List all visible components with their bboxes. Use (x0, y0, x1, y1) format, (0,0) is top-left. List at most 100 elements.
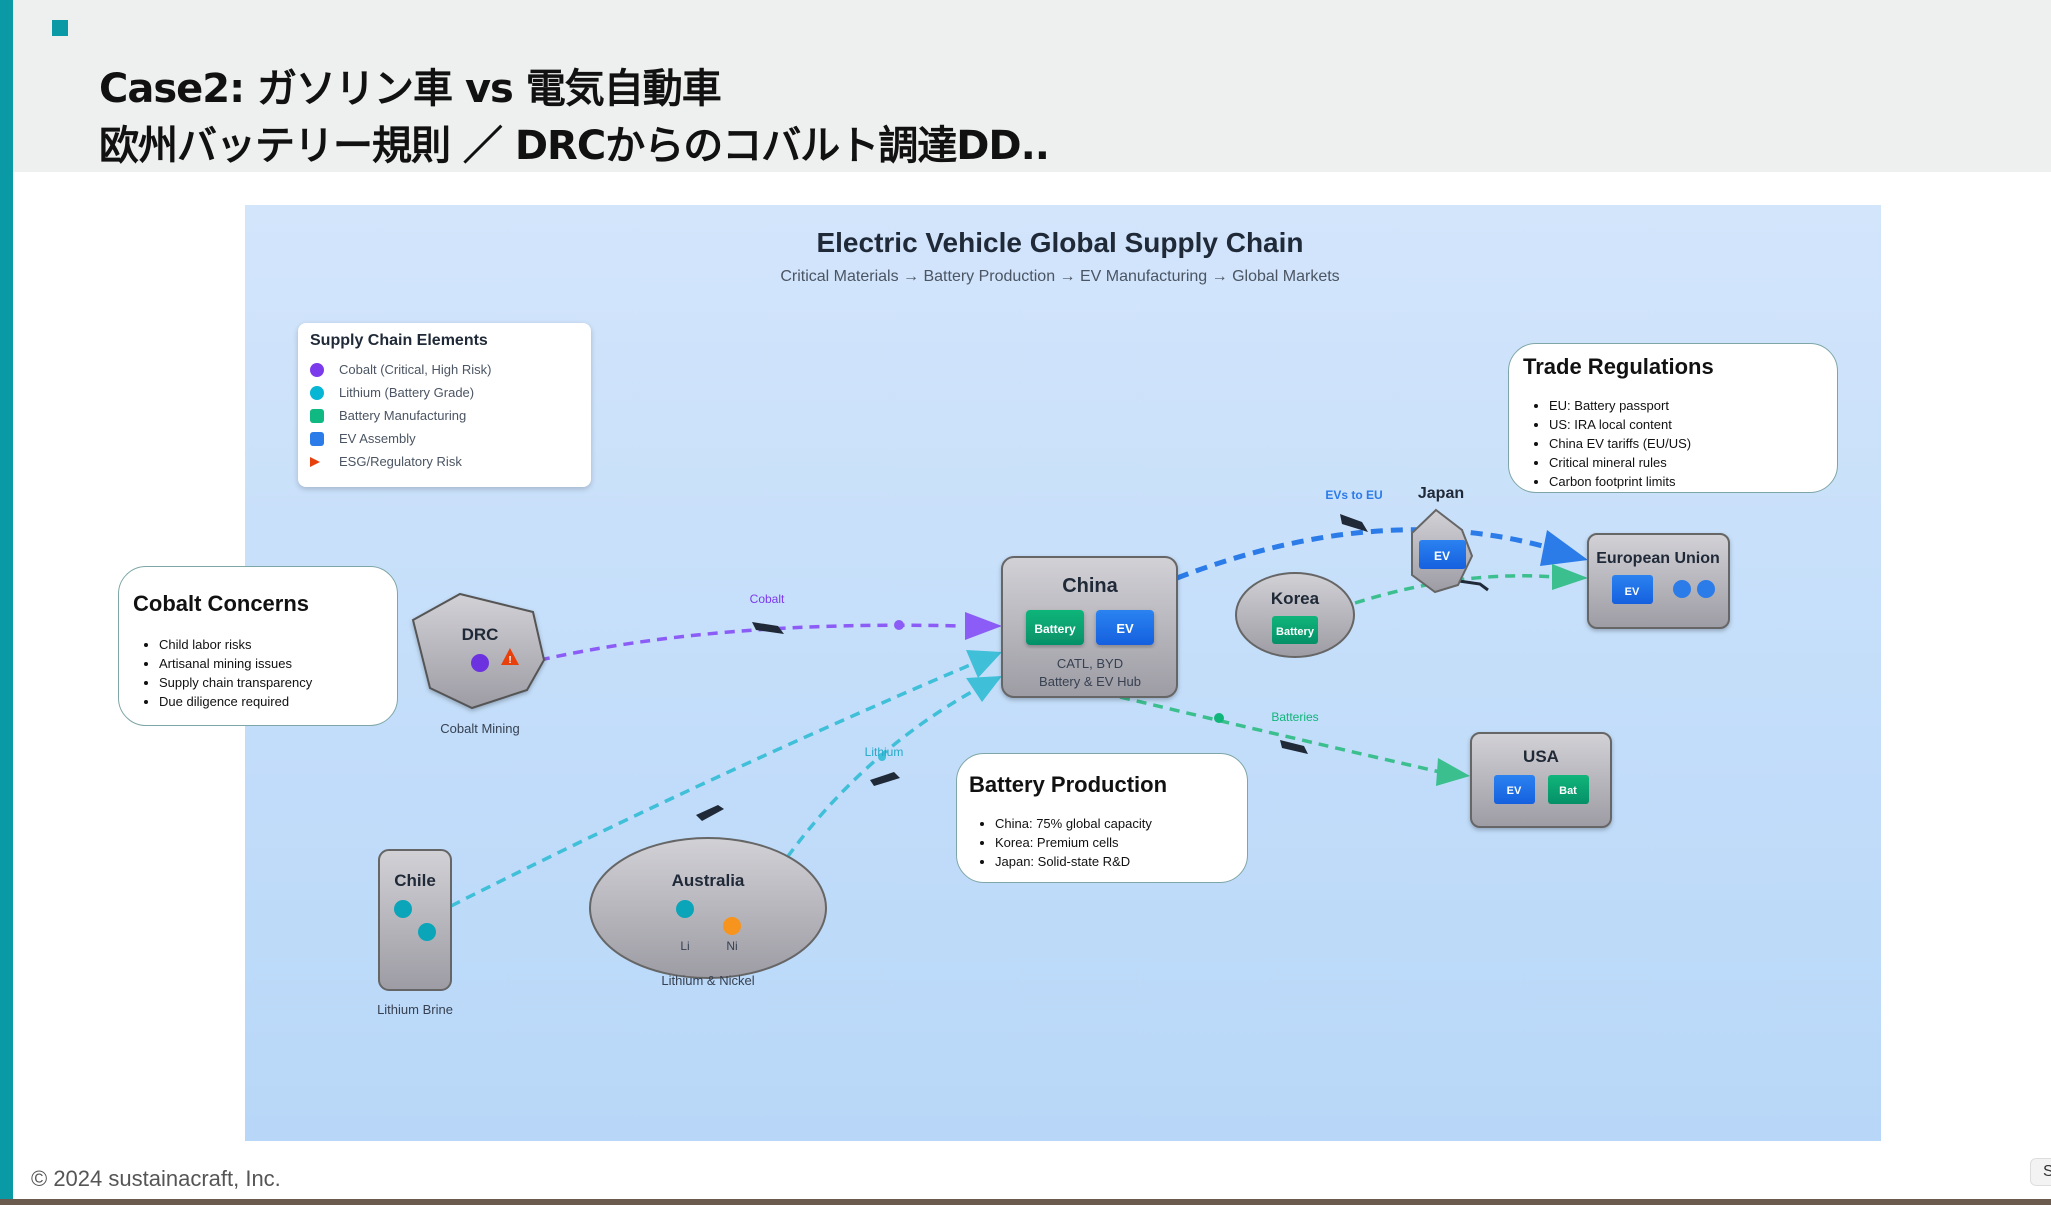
drc-caption: Cobalt Mining (440, 721, 520, 736)
batteries-flow-line (1119, 695, 1441, 774)
japan-ev-badge (1419, 540, 1466, 569)
australia-lithium-flow-line (766, 688, 976, 886)
battery-production-title: Battery Production (969, 772, 1168, 797)
chile-caption: Lithium Brine (377, 1002, 453, 1017)
china-ev-text: EV (1116, 621, 1134, 636)
chile-label: Chile (394, 871, 436, 890)
risk-triangle-icon (310, 456, 320, 467)
eu-ev-text: EV (1625, 586, 1640, 598)
cobalt-flow-label: Cobalt (750, 592, 785, 606)
korea-label: Korea (1271, 589, 1320, 608)
korea-battery-badge (1272, 616, 1318, 644)
chile-lithium-arrowhead (966, 650, 1002, 678)
diagram-subtitle: Critical Materials → Battery Production … (780, 268, 1339, 285)
warning-icon (501, 648, 519, 665)
lithium-marker (676, 900, 694, 918)
eu-node[interactable] (1587, 533, 1730, 629)
china-battery-badge (1026, 610, 1084, 645)
batteries-flow-dot (1214, 713, 1224, 723)
drc-node[interactable] (411, 592, 546, 710)
legend-item-battery: Battery Manufacturing (310, 404, 579, 427)
eu-ev-badge (1612, 575, 1653, 604)
chile-node[interactable] (378, 849, 452, 991)
china-hub-caption: Battery & EV Hub (1039, 674, 1141, 689)
ship-icon (1451, 578, 1489, 592)
trade-regulation-item: China EV tariffs (EU/US) (1549, 434, 1823, 453)
australia-lithium-arrowhead (966, 676, 1002, 702)
legend-item-lithium: Lithium (Battery Grade) (310, 381, 579, 404)
cobalt-marker (471, 654, 489, 672)
battery-production-item: Japan: Solid-state R&D (995, 852, 1235, 871)
battery-production-item: China: 75% global capacity (995, 814, 1235, 833)
usa-ev-text: EV (1507, 785, 1522, 797)
china-companies: CATL, BYD (1057, 656, 1123, 671)
legend-label: EV Assembly (339, 431, 416, 446)
ship-icon (752, 622, 784, 634)
nickel-marker (723, 917, 741, 935)
japan-ev-text: EV (1434, 549, 1450, 563)
usa-battery-badge (1548, 775, 1589, 804)
legend-label: Lithium (Battery Grade) (339, 385, 475, 400)
corner-button[interactable]: S (2030, 1158, 2051, 1186)
cobalt-concern-item: Child labor risks (159, 635, 383, 654)
eu-ev-dot (1673, 580, 1691, 598)
korea-node[interactable] (1235, 572, 1355, 658)
warning-exclamation: ! (508, 655, 511, 666)
legend-item-esg: ESG/Regulatory Risk (310, 450, 579, 473)
batteries-flow-label: Batteries (1271, 710, 1318, 724)
ship-icon (696, 805, 724, 821)
legend-label: ESG/Regulatory Risk (339, 454, 462, 469)
battery-production-card: Battery Production China: 75% global cap… (956, 753, 1248, 883)
cobalt-concerns-card: Cobalt Concerns Child labor risks Artisa… (118, 566, 398, 726)
ev-square-icon (310, 431, 324, 446)
cobalt-flow-line (539, 623, 961, 662)
eu-label: European Union (1596, 550, 1720, 567)
batteries-arrowhead (1436, 758, 1470, 786)
trade-regulations-title: Trade Regulations (1523, 354, 1714, 379)
trade-regulations-card: Trade Regulations EU: Battery passport U… (1508, 343, 1838, 493)
usa-battery-text: Bat (1559, 785, 1577, 797)
lithium-flow-label: Lithium (865, 745, 904, 759)
australia-caption: Lithium & Nickel (661, 973, 754, 988)
legend-label: Cobalt (Critical, High Risk) (339, 362, 492, 377)
slide-header (13, 0, 2051, 172)
trade-regulation-item: Critical mineral rules (1549, 453, 1823, 472)
lithium-circle-icon (310, 385, 324, 400)
copyright: © 2024 sustainacraft, Inc. (31, 1166, 281, 1191)
nickel-marker-label: Ni (726, 939, 737, 953)
cobalt-concerns-title: Cobalt Concerns (133, 591, 310, 616)
bottom-edge (0, 1199, 2051, 1205)
left-accent-bar (0, 0, 13, 1205)
cobalt-concern-item: Due diligence required (159, 692, 383, 711)
china-node[interactable] (1001, 556, 1178, 698)
china-label: China (1062, 575, 1118, 597)
usa-ev-badge (1494, 775, 1535, 804)
legend-item-cobalt: Cobalt (Critical, High Risk) (310, 358, 579, 381)
trade-regulation-item: EU: Battery passport (1549, 396, 1823, 415)
japan-label: Japan (1418, 485, 1464, 502)
cobalt-circle-icon (310, 362, 324, 377)
legend: Supply Chain Elements Cobalt (Critical, … (298, 323, 591, 487)
lithium-flow-dot (878, 753, 886, 761)
ship-icon (1340, 514, 1368, 532)
australia-node[interactable] (589, 837, 827, 979)
drc-label: DRC (462, 625, 499, 644)
china-battery-text: Battery (1034, 622, 1076, 636)
korea-battery-text: Battery (1276, 626, 1315, 638)
trade-regulation-item: US: IRA local content (1549, 415, 1823, 434)
diagram-title: Electric Vehicle Global Supply Chain (816, 227, 1303, 258)
eu-ev-dot (1697, 580, 1715, 598)
korea-eu-arrowhead (1552, 564, 1588, 590)
lithium-marker-label: Li (680, 939, 689, 953)
evs-to-eu-label: EVs to EU (1325, 488, 1382, 502)
evs-to-eu-arrowhead (1540, 530, 1588, 566)
lithium-marker (418, 923, 436, 941)
cobalt-flow-dot (894, 620, 904, 630)
legend-title: Supply Chain Elements (310, 332, 488, 349)
ship-icon (1280, 740, 1308, 754)
china-ev-badge (1096, 610, 1154, 645)
battery-square-icon (310, 408, 324, 423)
evs-to-eu-flow-line (1176, 527, 1551, 581)
slide-title-line2: 欧州バッテリー規則 ／ DRCからのコバルト調達DD.. (99, 123, 1050, 169)
